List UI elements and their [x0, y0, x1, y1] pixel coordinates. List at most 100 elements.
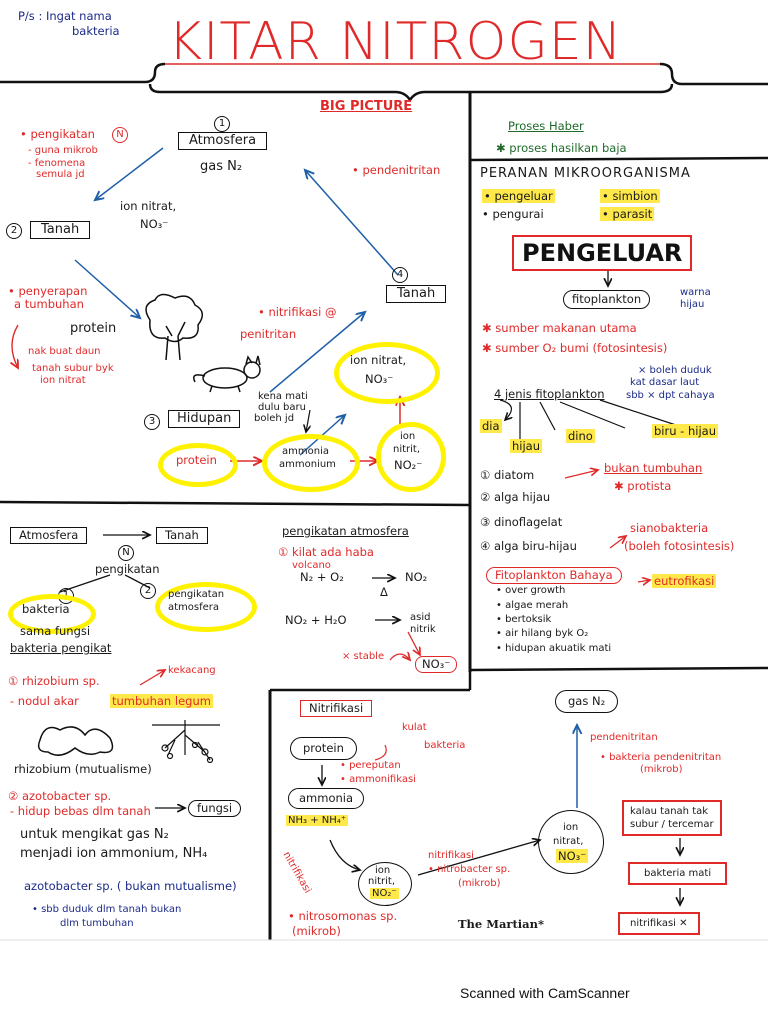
- ion-nitrit-n3: NO₂⁻: [370, 888, 399, 899]
- biru-hijau-tag: biru - hijau: [652, 424, 718, 438]
- ion-nitrat-n1: ion: [563, 822, 579, 833]
- bakteria-text: bakteria: [22, 602, 70, 616]
- martian-label: The Martian*: [458, 917, 544, 931]
- pengeluar-item: • pengeluar: [482, 189, 555, 203]
- proses-haber-line: ✱ proses hasilkan baja: [496, 141, 627, 155]
- nodul-akar: - nodul akar: [10, 694, 79, 708]
- kalau-tanah-2: subur / tercemar: [630, 819, 714, 830]
- pengikatan-atmosfera-title: pengikatan atmosfera: [282, 524, 409, 538]
- pengikatan-bl: pengikatan: [95, 562, 160, 576]
- step-number-4: 4: [392, 267, 408, 283]
- eq1-left: N₂ + O₂: [300, 570, 344, 584]
- atmosfera-box: Atmosfera: [178, 132, 268, 151]
- ammonia-oval-n: ammonia: [288, 788, 365, 809]
- asid-label: asid: [410, 612, 431, 623]
- dino-tag: dino: [566, 429, 595, 443]
- bahaya-bertoksik: • bertoksik: [496, 614, 552, 625]
- semula-jd: semula jd: [36, 169, 85, 180]
- ion-nitrit-circle: [358, 862, 412, 906]
- list-alga-hijau: ② alga hijau: [480, 490, 551, 504]
- menjadi-ion: menjadi ion ammonium, NH₄: [20, 846, 208, 861]
- proses-haber-title: Proses Haber: [508, 119, 584, 133]
- fitoplankton-bahaya: Fitoplankton Bahaya: [486, 567, 622, 584]
- gas-n2-label: gas N₂: [200, 159, 243, 174]
- nitrobacter-mikrob: (mikrob): [458, 878, 501, 889]
- jenis-fitoplankton: 4 jenis fitoplankton: [494, 387, 605, 401]
- n-badge-bl: N: [118, 545, 134, 561]
- tanah-box-bl: Tanah: [156, 527, 208, 544]
- bahaya-air-hilang: • air hilang byk O₂: [496, 628, 589, 639]
- pengeluar-title: PENGELUAR: [512, 235, 693, 272]
- no3-boxed: NO₃⁻: [415, 656, 458, 673]
- sama-fungsi: sama fungsi: [20, 624, 91, 638]
- protein-oval-n: protein: [290, 737, 357, 760]
- eq2-left: NO₂ + H₂O: [285, 613, 347, 627]
- pendenitritan-n: pendenitritan: [590, 732, 658, 743]
- nh-label: NH₃ + NH₄⁺: [286, 815, 349, 826]
- atmosfera-box-bl: Atmosfera: [10, 527, 88, 544]
- sbb-duduk: • sbb duduk dlm tanah bukan: [32, 904, 182, 915]
- pengikatan-atm-oval: [155, 582, 257, 632]
- rhizobium-mutualisme: rhizobium (mutualisme): [14, 762, 152, 776]
- nitrosomonas-label: • nitrosomonas sp.: [288, 909, 398, 923]
- bakteria-oval: [8, 594, 96, 634]
- volcano-label: volcano: [292, 560, 331, 571]
- ion-nitrat-circle-n: [538, 810, 604, 874]
- kena-mati: kena mati: [258, 391, 308, 402]
- untuk-mengikat: untuk mengikat gas N₂: [20, 827, 169, 842]
- stable-label: × stable: [342, 651, 385, 662]
- ion-nitrat-n3: NO₃⁻: [556, 849, 589, 863]
- bakteria-n-label: bakteria: [424, 740, 466, 751]
- ion-nitrit-1: ion: [400, 431, 416, 442]
- kat-dasar-laut: kat dasar laut: [630, 377, 700, 388]
- bahaya-algae-merah: • algae merah: [496, 600, 569, 611]
- sumber-makanan: ✱ sumber makanan utama: [482, 321, 637, 335]
- pendenitritan-label: • pendenitritan: [352, 163, 441, 177]
- protein-oval: [158, 443, 238, 487]
- hijau-tag: hijau: [510, 439, 543, 453]
- tumbuhan-label: a tumbuhan: [14, 297, 84, 311]
- protista: ✱ protista: [614, 479, 672, 493]
- list-diatom: ① diatom: [480, 468, 535, 482]
- hidupan-box: Hidupan: [168, 410, 241, 429]
- protein-oval-text: protein: [176, 453, 217, 467]
- ion-nitrat-circle: ion nitrat,: [350, 353, 407, 367]
- ion-nitrit-n2: nitrit,: [368, 876, 396, 887]
- ion-nitrat-n2: nitrat,: [553, 836, 584, 847]
- bakteria-mati-box: bakteria mati: [628, 862, 728, 885]
- bahaya-hidupan-mati: • hidupan akuatik mati: [496, 643, 612, 654]
- header-note-2: bakteria: [72, 24, 120, 38]
- no3-label: NO₃⁻: [140, 217, 169, 231]
- boleh-fotosintesis: (boleh fotosintesis): [624, 539, 735, 553]
- nak-buat-daun: nak buat daun: [28, 346, 101, 357]
- sbb-cahaya: sbb × dpt cahaya: [626, 390, 715, 401]
- nitrifikasi-2: nitrifikasi: [428, 850, 474, 861]
- ion-nitrit-2: nitrit,: [393, 444, 421, 455]
- protein-label: protein: [70, 321, 117, 336]
- boleh-duduk: × boleh duduk: [638, 365, 712, 376]
- sianobakteria: sianobakteria: [630, 521, 709, 535]
- pengikatan-label: • pengikatan: [20, 127, 95, 141]
- list-dinoflagelat: ③ dinoflagelat: [480, 515, 563, 529]
- ammonifikasi-label: • ammonifikasi: [340, 774, 416, 785]
- penitritan-label: penitritan: [240, 327, 297, 341]
- list-alga-biru-hijau: ④ alga biru-hijau: [480, 539, 577, 553]
- ammonium-text: ammonium: [279, 459, 336, 470]
- tanah-subur: tanah subur byk: [32, 363, 114, 374]
- bakteria-pengikat: bakteria pengikat: [10, 641, 112, 655]
- rhizobium-label: ① rhizobium sp.: [8, 674, 100, 688]
- gas-n2-oval: gas N₂: [555, 690, 619, 713]
- nitrobacter-label: • nitrobacter sp.: [428, 864, 511, 875]
- ammonia-oval: [262, 434, 360, 492]
- warna-label: warna: [680, 287, 711, 298]
- parasit-item: • parasit: [600, 207, 655, 221]
- pengurai-item: • pengurai: [482, 207, 544, 221]
- ion-nitrat-label: ion nitrat,: [120, 199, 177, 213]
- bahaya-over-growth: • over growth: [496, 585, 566, 596]
- dulu-baru: dulu baru: [258, 402, 306, 413]
- sumber-o2: ✱ sumber O₂ bumi (fotosintesis): [482, 341, 668, 355]
- fungsi-oval: fungsi: [188, 800, 242, 817]
- nitrifikasi-x-box: nitrifikasi ✕: [618, 912, 700, 935]
- bakteria-pend-mikrob: (mikrob): [640, 764, 683, 775]
